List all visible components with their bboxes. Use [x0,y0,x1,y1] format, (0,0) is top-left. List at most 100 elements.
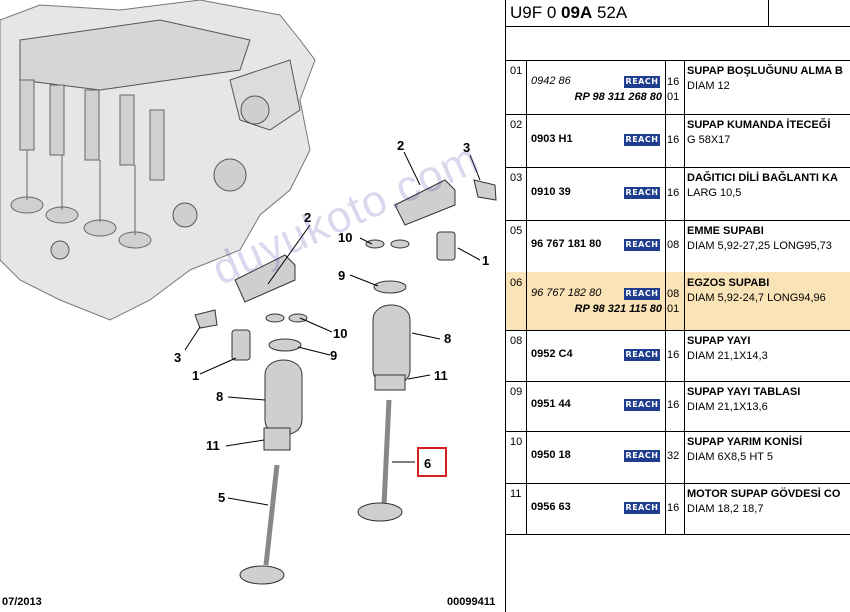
parts-list-panel: U9F 0 09A 52A 01 0942 86 REACH RP 98 311 26… [505,0,850,612]
quantity: 16 [667,349,680,361]
part-code-header: U9F 0 09A 52A [506,0,850,27]
part-reference[interactable]: 0952 C4 [531,348,573,360]
callout-label: 5 [218,490,225,505]
row-index: 08 [510,335,523,347]
part-reference[interactable]: 0910 39 [531,186,571,198]
part-title: MOTOR SUPAP GÖVDESİ CO [687,488,841,500]
part-title: SUPAP YAYI [687,335,751,347]
quantity-cell: 16 [665,381,685,431]
part-reference[interactable]: 0956 63 [531,501,571,513]
reference-cell: 0942 86 REACH RP 98 311 268 80 [527,60,666,114]
header-strip [506,26,850,61]
description-cell: EMME SUPABI DIAM 5,92-27,25 LONG95,73 [685,220,850,272]
quantity-alt: 01 [667,91,680,103]
table-row[interactable]: 09 0951 44 REACH 16 SUPAP YAYI TABLASI DIAM 2… [506,381,850,432]
callout-label: 8 [444,331,451,346]
row-index: 06 [510,277,523,289]
part-title: SUPAP KUMANDA İTECEĞİ [687,119,831,131]
part-reference-alt[interactable]: RP 98 311 268 80 [574,91,662,103]
table-row[interactable]: 11 0956 63 REACH 16 MOTOR SUPAP GÖVDESİ CO DI… [506,483,850,535]
row-index: 01 [510,65,523,77]
row-index-cell: 06 [506,272,527,330]
reach-badge: REACH [624,399,660,411]
part-reference[interactable]: 0903 H1 [531,133,573,145]
row-index: 02 [510,119,523,131]
part-reference-alt[interactable]: RP 98 321 115 80 [574,303,662,315]
reach-badge: REACH [624,502,660,514]
callout-label: 10 [333,326,347,341]
part-reference[interactable]: 96 767 181 80 [531,238,602,250]
row-index-cell: 02 [506,114,527,167]
row-index: 09 [510,386,523,398]
quantity: 16 [667,187,680,199]
reach-badge: REACH [624,134,660,146]
description-cell: MOTOR SUPAP GÖVDESİ CO DIAM 18,2 18,7 [685,483,850,534]
part-spec: LARG 10,5 [687,187,742,199]
description-cell: SUPAP YAYI DIAM 21,1X14,3 [685,330,850,381]
reference-cell: 0903 H1 REACH [527,114,666,167]
part-spec: DIAM 21,1X14,3 [687,350,768,362]
callout-label: 6 [424,456,431,471]
part-spec: DIAM 18,2 18,7 [687,503,764,515]
quantity-cell: 16 [665,114,685,167]
quantity: 08 [667,239,680,251]
row-index-cell: 05 [506,220,527,272]
row-index-cell: 03 [506,167,527,220]
code-bold: 09A [561,3,593,22]
reference-cell: 96 767 182 80 REACH RP 98 321 115 80 [527,272,666,330]
description-cell: SUPAP YAYI TABLASI DIAM 21,1X13,6 [685,381,850,431]
quantity: 16 [667,399,680,411]
reach-badge: REACH [624,76,660,88]
part-reference[interactable]: 96 767 182 80 [531,287,602,299]
part-spec: G 58X17 [687,134,731,146]
reach-badge: REACH [624,288,660,300]
quantity: 16 [667,76,680,88]
row-index: 10 [510,436,523,448]
table-row[interactable]: 05 96 767 181 80 REACH 08 EMME SUPABI DIAM 5,… [506,220,850,273]
table-row[interactable]: 02 0903 H1 REACH 16 SUPAP KUMANDA İTECEĞİ G 5… [506,114,850,168]
code-suffix: 52A [596,3,628,22]
quantity: 16 [667,502,680,514]
reach-badge: REACH [624,450,660,462]
part-spec: DIAM 5,92-27,25 LONG95,73 [687,240,832,252]
part-title: EMME SUPABI [687,225,764,237]
part-reference[interactable]: 0942 86 [531,75,571,87]
row-index-cell: 09 [506,381,527,431]
diagram-ref: 00099411 [447,596,496,608]
part-reference[interactable]: 0950 18 [531,449,571,461]
reach-badge: REACH [624,239,660,251]
engine-drawing: 2 3 10 9 1 8 11 6 2 3 1 10 9 8 11 5 [0,0,497,585]
quantity: 16 [667,134,680,146]
part-reference[interactable]: 0951 44 [531,398,571,410]
row-index-cell: 08 [506,330,527,381]
code-prefix: U9F 0 [510,3,557,22]
part-spec: DIAM 12 [687,80,730,92]
reference-cell: 0956 63 REACH [527,483,666,534]
part-spec: DIAM 5,92-24,7 LONG94,96 [687,292,826,304]
part-title: SUPAP BOŞLUĞUNU ALMA B [687,65,843,77]
reference-cell: 0951 44 REACH [527,381,666,431]
callout-label: 10 [338,230,352,245]
quantity-cell: 32 [665,431,685,483]
parts-diagram: 2 3 10 9 1 8 11 6 2 3 1 10 9 8 11 5 duyu… [0,0,497,608]
callout-label: 2 [304,210,311,225]
quantity-cell: 16 [665,483,685,534]
row-index: 11 [510,488,522,500]
callout-label: 9 [338,268,345,283]
description-cell: SUPAP BOŞLUĞUNU ALMA B DIAM 12 [685,60,850,114]
callout-label: 3 [463,140,470,155]
row-index: 03 [510,172,523,184]
part-title: SUPAP YAYI TABLASI [687,386,801,398]
part-spec: DIAM 21,1X13,6 [687,401,768,413]
